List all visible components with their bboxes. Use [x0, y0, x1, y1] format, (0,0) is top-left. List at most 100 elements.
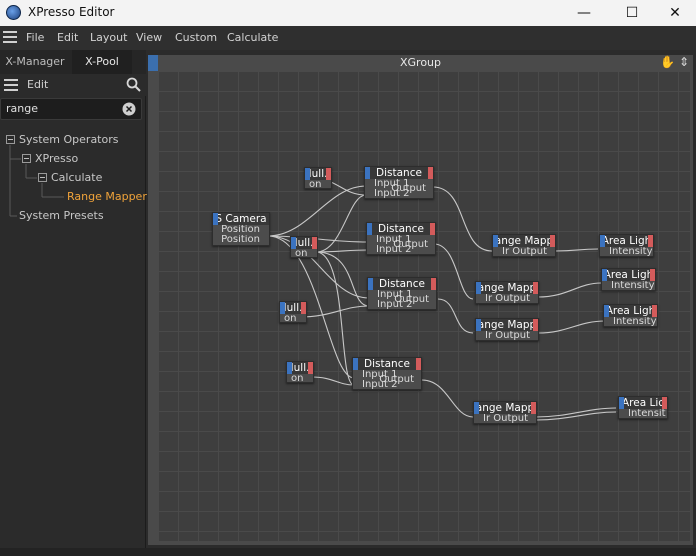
collapse-icon[interactable] [38, 173, 47, 182]
node-null[interactable]: Iull. on [279, 301, 307, 324]
node-null[interactable]: Iull. on [304, 167, 332, 190]
port-intensity[interactable]: Intensity [613, 317, 657, 327]
menu-custom[interactable]: Custom [175, 31, 218, 44]
search-input[interactable]: range [0, 98, 142, 120]
node-distance[interactable]: Distance Input 1 Input 2 Output [367, 277, 437, 310]
node-title: Distance [378, 223, 424, 235]
collapse-icon[interactable] [22, 154, 31, 163]
node-header[interactable]: S Camera [213, 213, 269, 225]
port-input[interactable]: Ir Output [474, 414, 536, 424]
node-header[interactable]: Area Ligh [602, 269, 655, 281]
node-distance[interactable]: Distance Input 1 Input 2 Output [364, 166, 434, 199]
port-input[interactable]: Ir Output [476, 294, 538, 304]
port-input[interactable]: Ir Output [493, 247, 555, 257]
port-input-1[interactable]: Input 1 [374, 179, 410, 189]
port-input-2[interactable]: Input 2 [374, 189, 410, 199]
node-header[interactable]: Distance [368, 278, 436, 290]
maximize-button[interactable]: ☐ [625, 5, 639, 21]
port-output[interactable]: Output [493, 414, 528, 424]
port-input-1[interactable]: Input 1 [376, 235, 412, 245]
port-output[interactable]: Output [379, 374, 414, 385]
port-input-1[interactable]: Input 1 [362, 370, 398, 380]
hand-pan-icon[interactable]: ✋ [660, 55, 675, 69]
search-icon[interactable] [126, 77, 141, 92]
port-intensity[interactable]: Intensity [609, 247, 653, 257]
node-range-mapper[interactable]: ange Mapp Ir Output [473, 401, 537, 424]
node-header[interactable]: ange Mapp [476, 319, 538, 331]
port-label: Ir [502, 247, 510, 257]
port-output[interactable]: Output [393, 239, 428, 250]
menu-calculate[interactable]: Calculate [227, 31, 279, 44]
close-button[interactable]: ✕ [669, 5, 681, 21]
node-header[interactable]: Area Ligh [600, 235, 653, 247]
port-input-2[interactable]: Input 2 [376, 245, 412, 255]
zoom-arrows-icon[interactable]: ⇕ [678, 55, 689, 69]
node-area-light[interactable]: Area Ligh Intensity [601, 268, 656, 291]
tab-xmanager[interactable]: X-Manager [5, 55, 65, 68]
menu-bar: File Edit Layout View Custom Calculate [0, 26, 696, 50]
node-title: Area Lic [621, 397, 665, 409]
node-distance[interactable]: Distance Input 1 Input 2 Output [366, 222, 436, 255]
menu-edit[interactable]: Edit [57, 31, 79, 44]
xgroup-header[interactable]: XGroup ✋ ⇕ [148, 55, 693, 71]
pool-edit-menu[interactable]: Edit [27, 78, 49, 91]
node-range-mapper[interactable]: ange Mapp Ir Output [475, 281, 539, 304]
node-header[interactable]: ange Mapp [476, 282, 538, 294]
node-null[interactable]: Iull. on [286, 361, 314, 384]
node-header[interactable]: Area Ligh [604, 305, 657, 317]
collapse-icon[interactable] [6, 135, 15, 144]
node-header[interactable]: Iull. [280, 302, 306, 314]
minimize-button[interactable]: — [577, 5, 591, 21]
port-output[interactable]: Output [391, 183, 426, 194]
node-range-mapper[interactable]: ange Mapp Ir Output [475, 318, 539, 341]
tree-item-calculate[interactable]: Calculate [51, 171, 103, 184]
port-position-2[interactable]: Position [221, 235, 260, 245]
node-header[interactable]: Area Lic [619, 397, 667, 409]
node-title: Iull. [308, 168, 328, 180]
port-output[interactable]: Output [394, 294, 429, 305]
node-header[interactable]: Distance [353, 358, 421, 370]
node-area-light[interactable]: Area Lic Intensit [618, 396, 668, 419]
port-output[interactable]: Output [495, 331, 530, 341]
node-header[interactable]: ange Mapp [493, 235, 555, 247]
port-output[interactable]: Output [495, 294, 530, 304]
port-position[interactable]: on [284, 314, 297, 324]
node-distance[interactable]: Distance Input 1 Input 2 Output [352, 357, 422, 390]
port-output[interactable]: Output [512, 247, 547, 257]
port-input-1[interactable]: Input 1 [377, 290, 413, 300]
tree-item-system-presets[interactable]: System Presets [19, 209, 104, 222]
cinema4d-app-icon [6, 5, 21, 20]
tree-item-system-operators[interactable]: System Operators [19, 133, 119, 146]
port-position[interactable]: on [309, 180, 322, 190]
port-input[interactable]: Ir Output [476, 331, 538, 341]
node-header[interactable]: Iull. [305, 168, 331, 180]
pool-menu-icon[interactable] [4, 79, 18, 91]
port-position-1[interactable]: Position [221, 225, 260, 235]
node-header[interactable]: Distance [367, 223, 435, 235]
port-input-2[interactable]: Input 2 [377, 300, 413, 310]
node-camera[interactable]: S Camera Position Position [212, 212, 270, 246]
node-null[interactable]: Iull. on [290, 236, 318, 259]
tab-xpool[interactable]: X-Pool [72, 50, 132, 74]
hamburger-menu-icon[interactable] [3, 31, 17, 43]
node-header[interactable]: Iull. [287, 362, 313, 374]
port-position[interactable]: on [291, 374, 304, 384]
node-header[interactable]: ange Mapp [474, 402, 536, 414]
clear-search-icon[interactable] [122, 102, 136, 116]
node-area-light[interactable]: Area Ligh Intensity [603, 304, 658, 327]
node-header[interactable]: Distance [365, 167, 433, 179]
menu-view[interactable]: View [136, 31, 163, 44]
port-input-2[interactable]: Input 2 [362, 380, 398, 390]
tree-item-range-mapper[interactable]: Range Mapper [67, 190, 147, 203]
port-intensity[interactable]: Intensit [628, 409, 666, 419]
node-title: ange Mapp [494, 235, 554, 247]
menu-layout[interactable]: Layout [90, 31, 128, 44]
tree-item-xpresso[interactable]: XPresso [35, 152, 79, 165]
node-header[interactable]: Iull. [291, 237, 317, 249]
node-area-light[interactable]: Area Ligh Intensity [599, 234, 654, 257]
node-range-mapper[interactable]: ange Mapp Ir Output [492, 234, 556, 257]
port-intensity[interactable]: Intensity [611, 281, 655, 291]
port-position[interactable]: on [295, 249, 308, 259]
menu-file[interactable]: File [26, 31, 45, 44]
xpool-panel: X-Manager X-Pool Edit range System Opera… [0, 50, 147, 548]
